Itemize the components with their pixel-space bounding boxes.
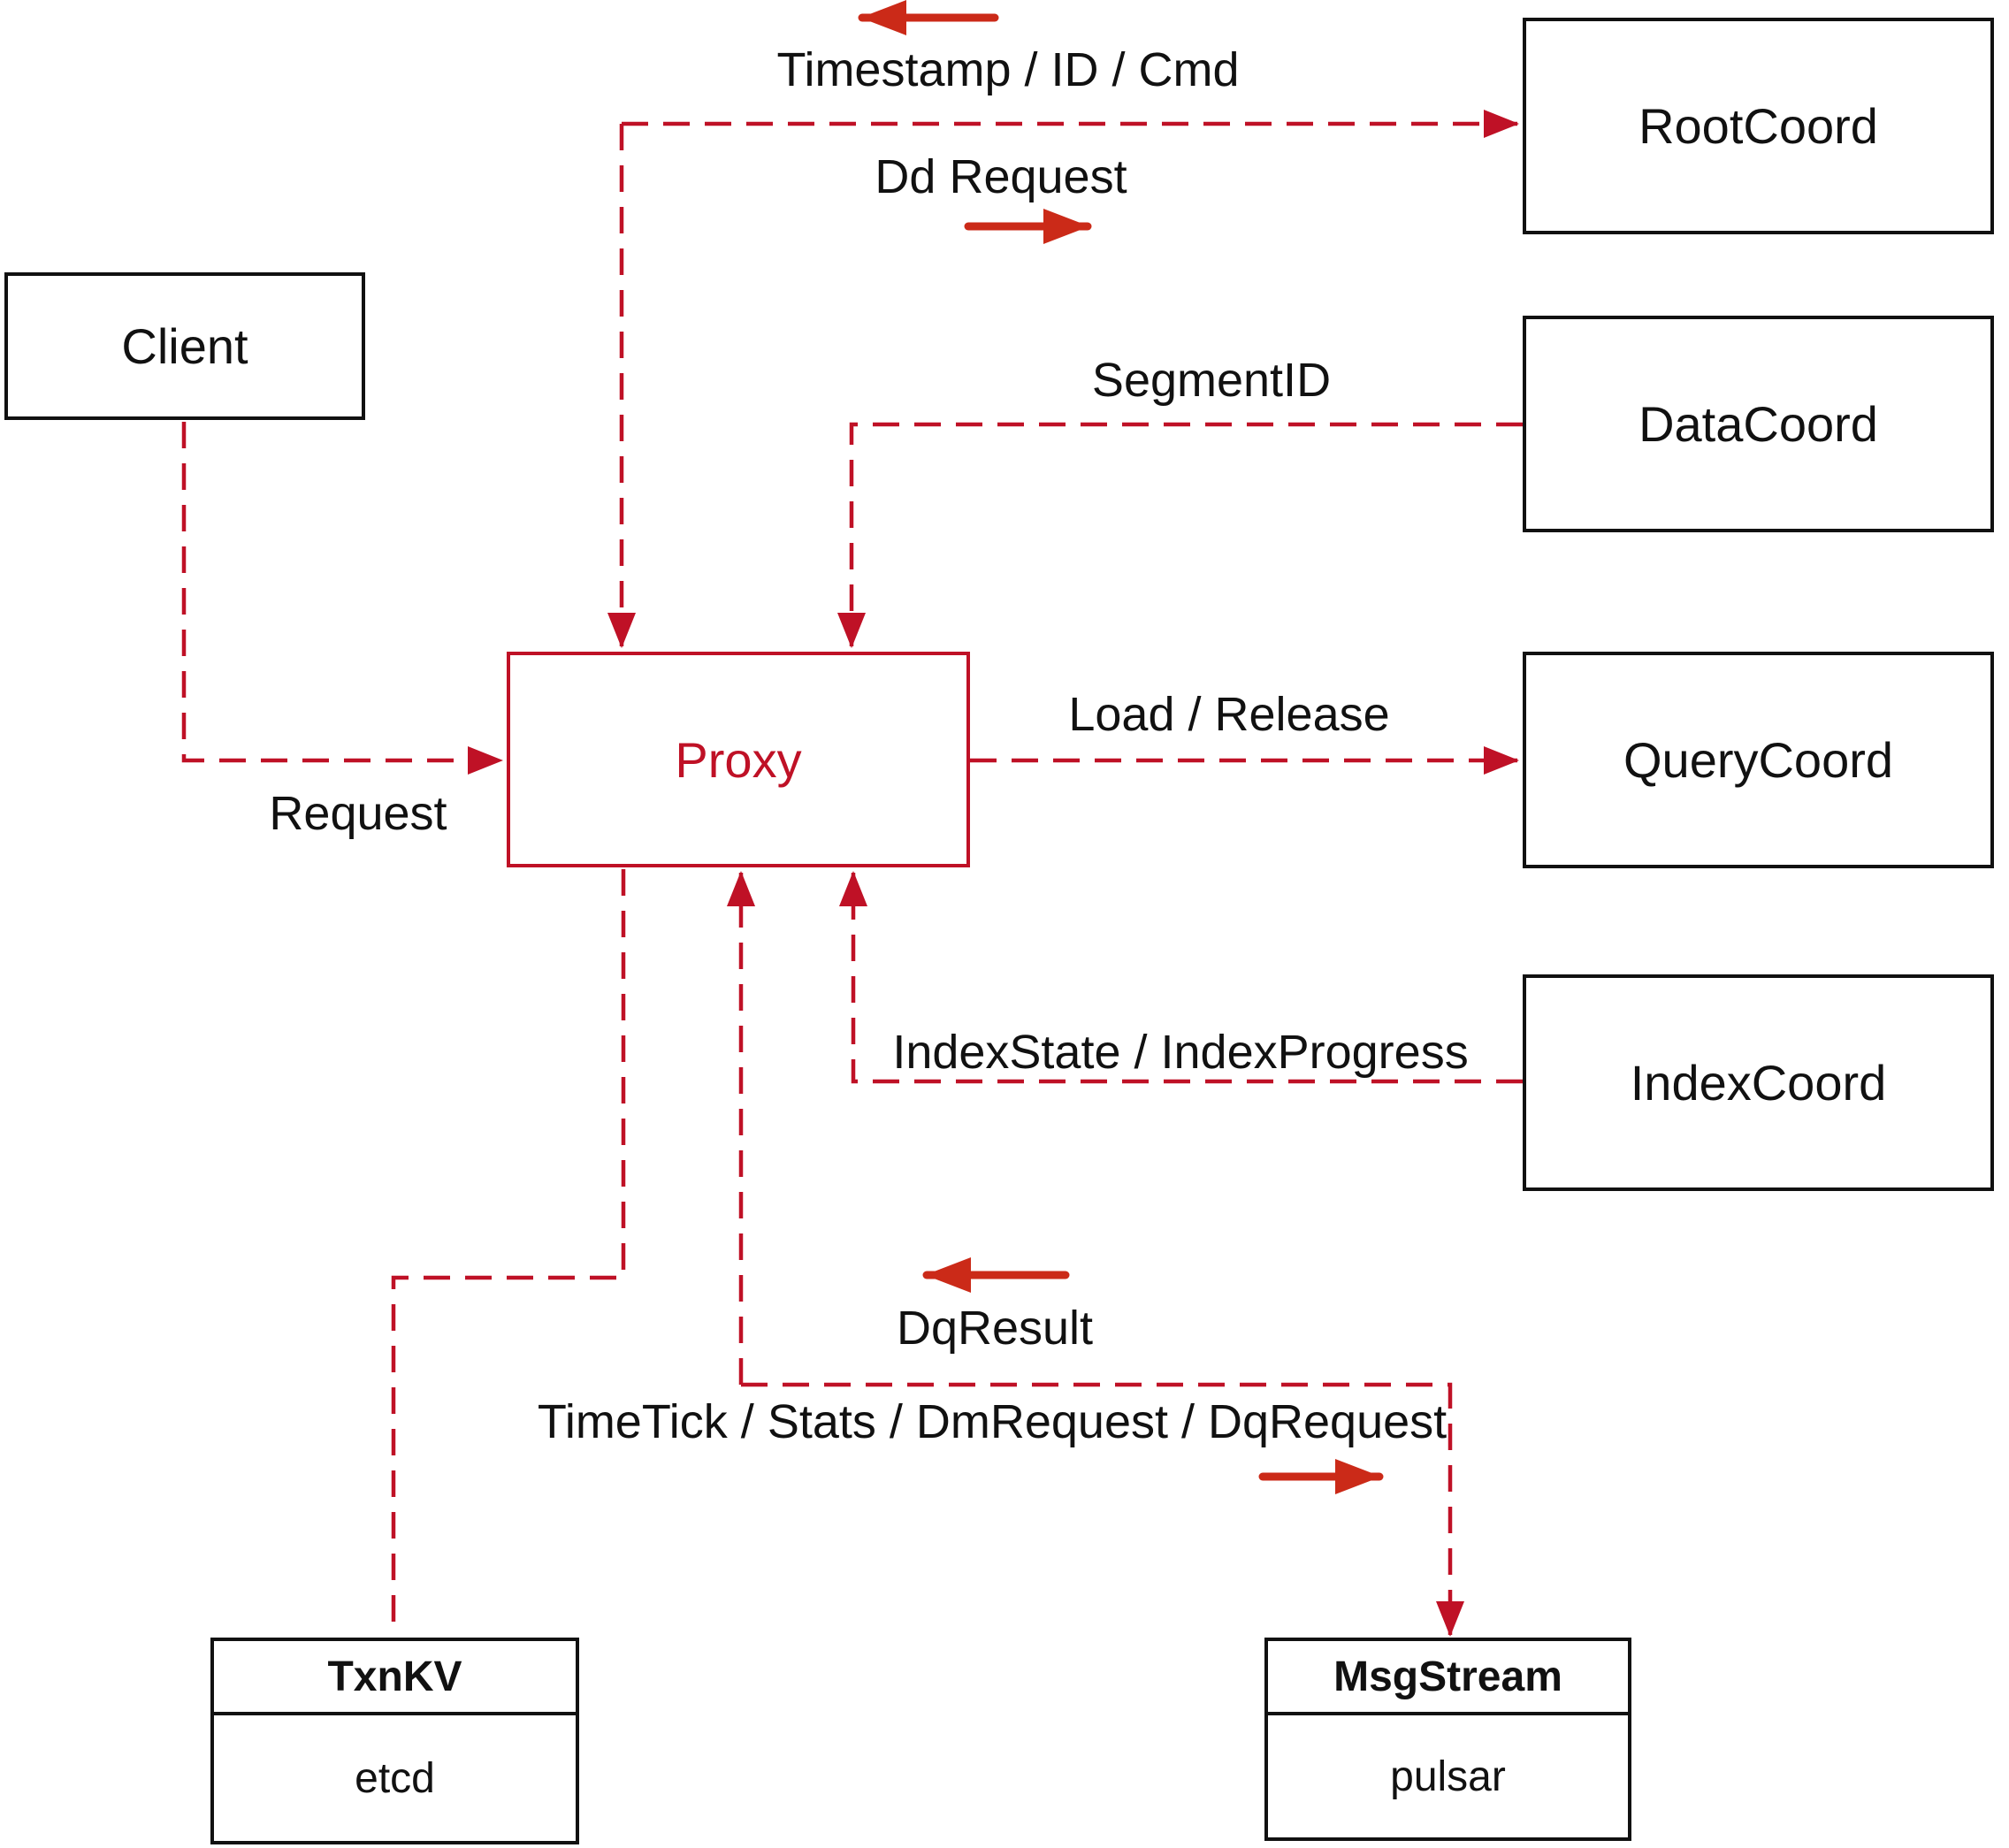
datacoord-label: DataCoord <box>1639 396 1878 452</box>
node-client: Client <box>4 272 365 420</box>
edge-label-dd-request: Dd Request <box>875 150 1127 203</box>
edge-label-segment-id: SegmentID <box>1091 354 1332 407</box>
edge-datacoord-to-proxy <box>837 422 1523 648</box>
edge-indexcoord-to-proxy <box>839 871 1523 1084</box>
node-rootcoord: RootCoord <box>1523 18 1994 234</box>
node-txnkv: TxnKV etcd <box>210 1638 579 1844</box>
node-msgstream: MsgStream pulsar <box>1264 1638 1631 1841</box>
edge-label-dq-result: DqResult <box>896 1302 1094 1355</box>
msgstream-impl: pulsar <box>1390 1753 1506 1800</box>
node-indexcoord: IndexCoord <box>1523 974 1994 1191</box>
edge-proxy-to-msgstream <box>741 1382 1464 1637</box>
edge-label-index-state: IndexState / IndexProgress <box>892 1026 1469 1079</box>
edge-label-time-tick: TimeTick / Stats / DmRequest / DqRequest <box>537 1395 1448 1448</box>
node-datacoord: DataCoord <box>1523 316 1994 532</box>
edge-proxy-to-txnkv <box>391 869 626 1636</box>
indexcoord-label: IndexCoord <box>1630 1055 1887 1111</box>
node-querycoord: QueryCoord <box>1523 652 1994 868</box>
client-label: Client <box>121 318 248 374</box>
node-proxy: Proxy <box>507 652 970 867</box>
edge-label-load-release: Load / Release <box>1068 688 1390 741</box>
proxy-label: Proxy <box>675 731 802 788</box>
querycoord-label: QueryCoord <box>1623 732 1894 788</box>
edge-label-timestamp: Timestamp / ID / Cmd <box>776 43 1240 96</box>
edge-label-request: Request <box>269 787 447 840</box>
txnkv-title: TxnKV <box>214 1641 576 1715</box>
msgstream-title: MsgStream <box>1268 1641 1628 1715</box>
rootcoord-label: RootCoord <box>1639 98 1878 154</box>
txnkv-impl: etcd <box>355 1754 435 1802</box>
edge-client-to-proxy <box>181 422 503 775</box>
